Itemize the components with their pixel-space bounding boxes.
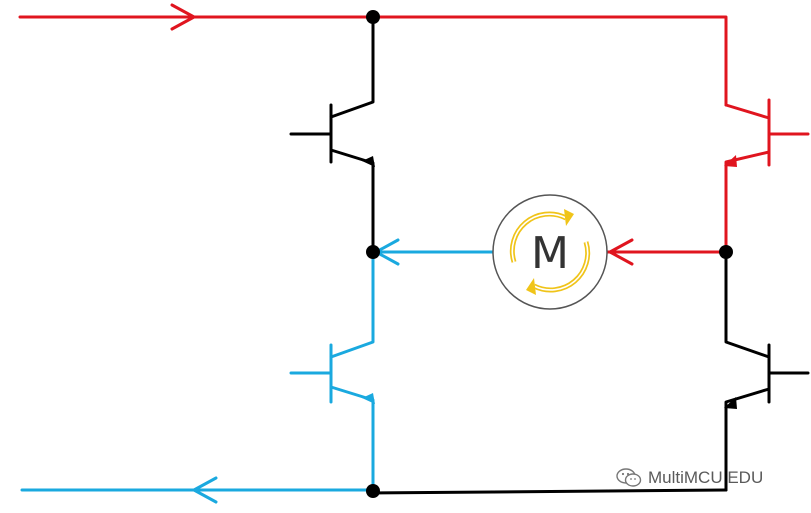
top-left-emitter-arrowhead (362, 156, 375, 167)
red-current-path (18, 3, 810, 266)
motor: M (492, 194, 608, 310)
top-right-collector-wire (724, 103, 771, 120)
motor-right-arrow (608, 238, 634, 266)
junction-dots (366, 10, 733, 498)
bottom-left-emitter-wire (329, 385, 375, 492)
bottom-rail-right (371, 488, 728, 495)
junction-mid-left (366, 245, 380, 259)
bottom-left-emitter-arrowhead (362, 393, 375, 404)
wechat-icon (616, 468, 642, 487)
watermark-text: MultiMCU EDU (648, 468, 764, 487)
inactive-wires (289, 15, 810, 495)
input-arrow (170, 3, 196, 31)
motor-label: M (531, 228, 569, 279)
top-rail (18, 15, 728, 107)
top-left-emitter-wire (329, 148, 375, 254)
bottom-right-emitter-arrowhead (724, 397, 737, 409)
top-right-emitter-arrowhead (724, 155, 737, 167)
junction-top-left (366, 10, 380, 24)
rotation-arrowhead-top (564, 209, 574, 226)
blue-current-path (20, 238, 495, 504)
rotation-arrowhead-bottom (526, 278, 536, 295)
bottom-left-collector-wire (329, 250, 375, 359)
bottom-right-emitter-wire (724, 387, 771, 492)
watermark: MultiMCU EDU (616, 468, 763, 488)
junction-bottom-left (366, 484, 380, 498)
junction-mid-right (719, 245, 733, 259)
top-left-collector-wire (329, 15, 375, 119)
top-right-emitter-wire (724, 150, 771, 257)
bottom-right-collector-wire (724, 250, 771, 359)
output-arrow (192, 476, 218, 504)
